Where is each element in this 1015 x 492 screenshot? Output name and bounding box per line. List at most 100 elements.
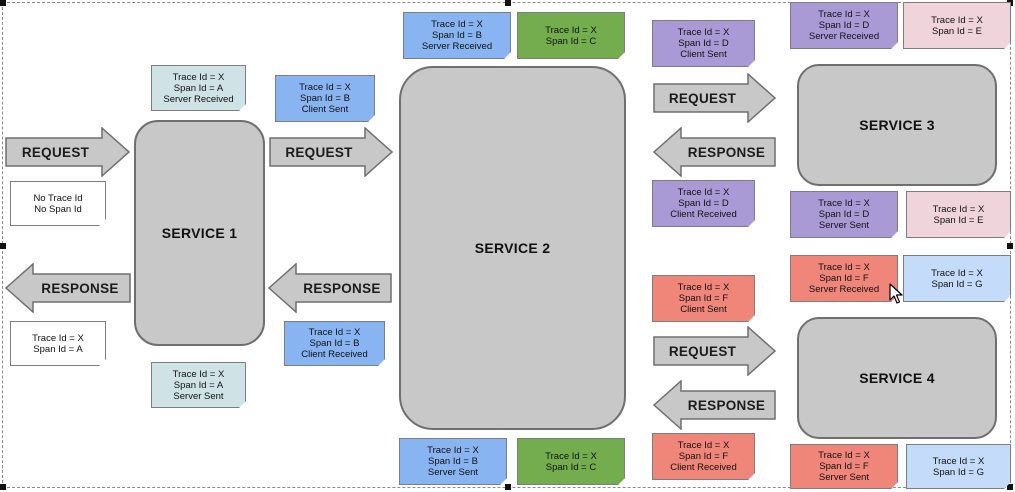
resize-handle-bottom-middle[interactable] (505, 484, 511, 490)
note-line: Server Sent (427, 467, 479, 478)
request-arrow-s2-to-s3: REQUEST (653, 73, 776, 123)
note-line: Span Id = A (173, 82, 224, 94)
service-1-box: SERVICE 1 (134, 120, 265, 346)
arrow-shape (5, 263, 131, 313)
note-line: Span Id = C (545, 35, 597, 47)
note-line: Server Sent (173, 390, 224, 402)
note-line: Server Sent (818, 220, 870, 231)
note-line: Trace Id = X (677, 27, 730, 38)
note-line: No Span Id (34, 203, 82, 215)
note-line: Trace Id = X (818, 9, 870, 20)
arrow-label: REQUEST (21, 144, 90, 160)
note-line: Trace Id = X (431, 19, 483, 30)
note-line: Span Id = F (819, 273, 869, 284)
request-arrow-s2-to-s4: REQUEST (653, 326, 776, 376)
service-2-box: SERVICE 2 (399, 66, 626, 430)
arrow-shape (653, 127, 776, 177)
note-line: Trace Id = X (818, 450, 870, 461)
note-line: Client Sent (680, 304, 727, 315)
note-line: Trace Id = X (308, 327, 361, 338)
note-line: Trace Id = X (545, 24, 597, 36)
note-line: Span Id = B (309, 338, 360, 349)
arrow-label: REQUEST (668, 343, 737, 359)
note-line: Trace Id = X (932, 455, 985, 467)
note-line: Trace Id = X (677, 187, 730, 198)
note-line: Trace Id = X (172, 368, 225, 380)
arrow-shape (653, 380, 776, 430)
note-line: Trace Id = X (427, 445, 479, 456)
arrow-label: REQUEST (285, 144, 353, 160)
arrow-label: RESPONSE (687, 397, 766, 413)
note-line: Client Received (670, 209, 737, 220)
note-line: Span Id = A (33, 343, 83, 355)
response-arrow-s2-to-s1: RESPONSE (268, 263, 392, 313)
note-line: Span Id = B (428, 456, 478, 467)
arrow-label: RESPONSE (687, 144, 766, 160)
note-line: Trace Id = X (818, 262, 870, 273)
note-line: Server Received (421, 41, 493, 52)
resize-handle-middle-left[interactable] (0, 243, 6, 249)
note-line: Span Id = C (545, 461, 597, 473)
arrow-shape (653, 326, 776, 376)
resize-handle-bottom-right[interactable] (1007, 484, 1013, 490)
request-arrow-s1-to-s2: REQUEST (269, 127, 393, 177)
note-line: Span Id = A (173, 379, 224, 391)
note-line: Trace Id = X (32, 332, 84, 344)
note-line: Trace Id = X (932, 203, 985, 215)
note-line: Trace Id = X (931, 267, 983, 279)
note-line: Span Id = B (432, 30, 482, 41)
mouse-cursor-icon (889, 283, 903, 304)
note-line: Client Sent (680, 49, 727, 60)
request-arrow-client-to-s1: REQUEST (5, 127, 130, 177)
note-line: Span Id = F (819, 461, 869, 472)
note-line: Span Id = G (933, 466, 984, 478)
arrow-label: REQUEST (668, 90, 737, 106)
resize-handle-middle-right[interactable] (1007, 243, 1013, 249)
resize-handle-top-left[interactable] (0, 0, 6, 6)
note-line: Client Received (670, 462, 737, 473)
note-line: No Trace Id (33, 192, 83, 204)
note-line: Trace Id = X (545, 450, 597, 462)
service-3-box: SERVICE 3 (797, 64, 997, 186)
arrow-shape (5, 127, 130, 177)
note-line: Trace Id = X (677, 440, 730, 451)
note-line: Server Sent (818, 472, 870, 483)
note-line: Span Id = D (678, 38, 729, 49)
note-line: Span Id = D (678, 198, 729, 209)
note-line: Span Id = F (678, 451, 729, 462)
note-line: Span Id = F (678, 293, 729, 304)
note-line: Trace Id = X (931, 14, 983, 26)
note-line: Span Id = D (818, 20, 870, 31)
arrow-shape (269, 127, 393, 177)
response-arrow-s1-to-client: RESPONSE (5, 263, 131, 313)
resize-handle-bottom-left[interactable] (0, 484, 6, 490)
note-line: Span Id = G (931, 278, 983, 290)
note-line: Server Received (163, 93, 234, 105)
resize-handle-top-middle[interactable] (505, 0, 511, 6)
note-line: Span Id = E (933, 214, 984, 226)
arrow-shape (268, 263, 392, 313)
note-line: Client Received (301, 349, 368, 360)
note-line: Span Id = E (932, 25, 982, 37)
note-line: Client Sent (301, 104, 349, 115)
arrow-shape (653, 73, 776, 123)
response-arrow-s4-to-s2: RESPONSE (653, 380, 776, 430)
